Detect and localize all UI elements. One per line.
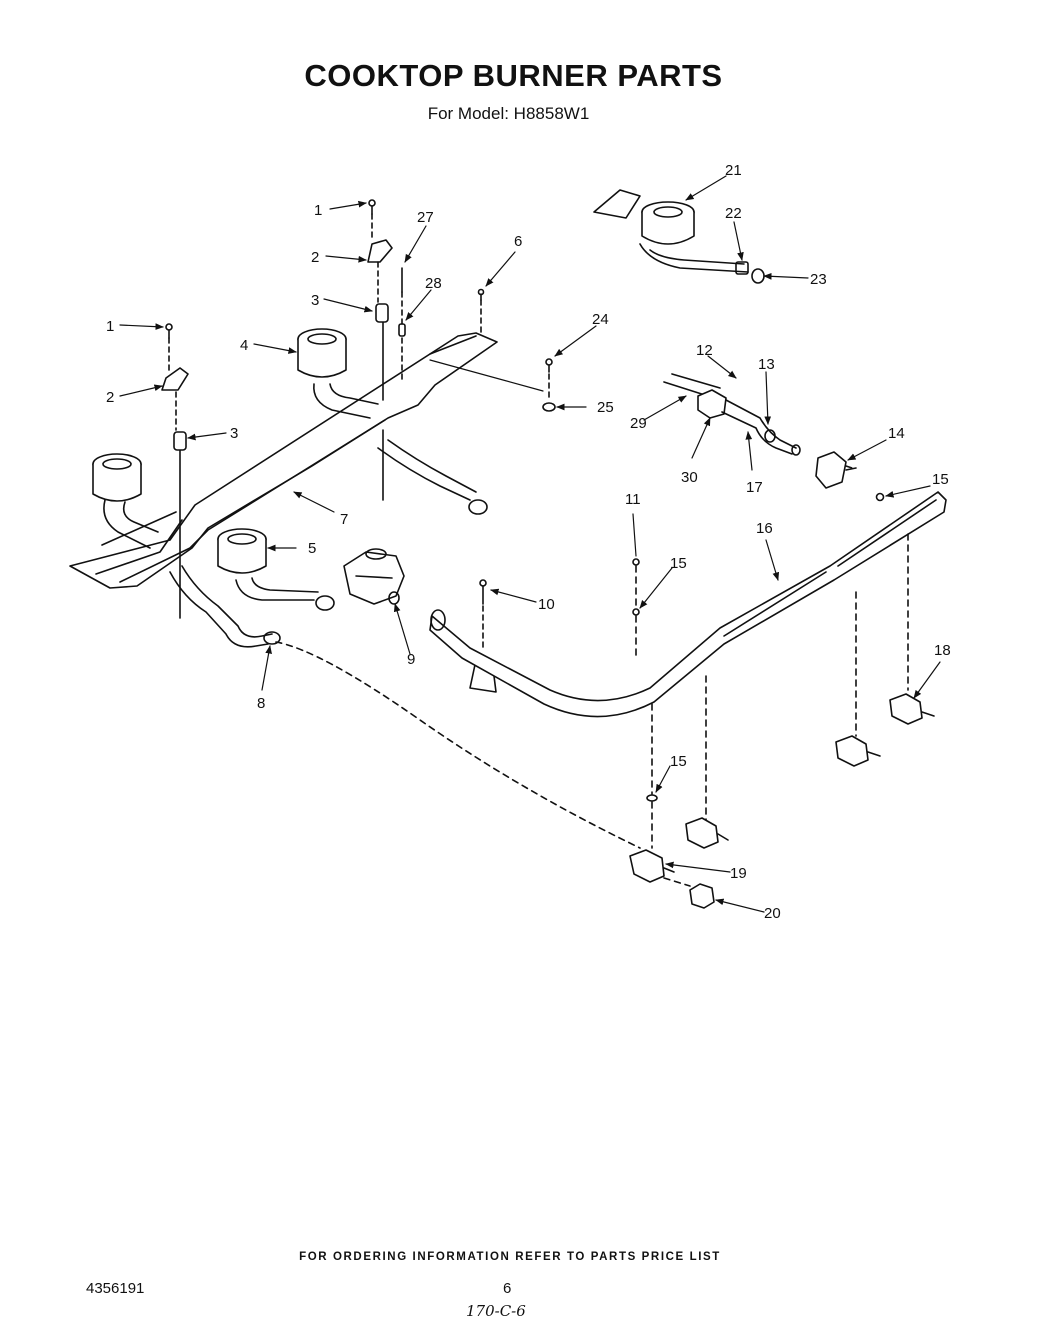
callout-29: 29: [630, 415, 647, 432]
callout-20: 20: [764, 905, 781, 922]
burner-bracket-part-7: [69, 332, 498, 589]
screw-part-1-upper: [368, 199, 376, 215]
retainer-part-3-lower: [173, 431, 187, 451]
callout-22: 22: [725, 205, 742, 222]
burner-head-part-21: [593, 189, 749, 273]
callout-10: 10: [538, 596, 555, 613]
callout-16: 16: [756, 520, 773, 537]
callout-8: 8: [257, 695, 265, 712]
clip-part-2-upper: [367, 239, 393, 263]
nut-part-25: [542, 402, 556, 412]
callout-28: 28: [425, 275, 442, 292]
gas-tube-part-8: [169, 565, 281, 648]
callout-25: 25: [597, 399, 614, 416]
callout-2-upper: 2: [311, 249, 319, 266]
valve-part-14: [815, 451, 857, 489]
burner-head-back-left: [92, 453, 159, 549]
burner-valve-right-2: [835, 735, 881, 767]
screw-part-1-lower: [165, 323, 173, 339]
callout-15-mid: 15: [670, 555, 687, 572]
pressure-regulator-part-9: [343, 548, 405, 605]
callout-18: 18: [934, 642, 951, 659]
clip-part-28: [398, 323, 406, 337]
page-number: 6: [503, 1280, 512, 1297]
callout-24: 24: [592, 311, 609, 328]
orifice-part-22: [735, 261, 749, 275]
burner-valve-part-19: [629, 849, 675, 883]
callout-13: 13: [758, 356, 775, 373]
callout-1-lower: 1: [106, 318, 114, 335]
callout-30: 30: [681, 469, 698, 486]
callout-12: 12: [696, 342, 713, 359]
part-20: [689, 883, 715, 909]
fitting-part-23: [751, 268, 765, 284]
orifice-part-15-lower: [646, 794, 658, 802]
manifold-part-16: [429, 491, 947, 718]
burner-head-part-5: [217, 528, 335, 611]
callout-9: 9: [407, 651, 415, 668]
callout-2-lower: 2: [106, 389, 114, 406]
burner-head-part-4: [297, 328, 379, 419]
alignment-lines-left: [168, 213, 482, 431]
callout-11: 11: [625, 491, 641, 508]
callout-4: 4: [240, 337, 248, 354]
callout-23: 23: [810, 271, 827, 288]
orifice-part-15-upper: [875, 492, 885, 502]
callout-7: 7: [340, 511, 348, 528]
burner-valve-center: [685, 817, 729, 849]
gas-tube-right: [377, 447, 471, 501]
model-subtitle: For Model: H8858W1: [427, 104, 590, 123]
callout-21: 21: [725, 162, 742, 179]
callout-15-lower: 15: [670, 753, 687, 770]
callout-14: 14: [888, 425, 905, 442]
callout-labels: 1 2 3 1 2 3 4 5 6 7 8 9 10 11 12 13 14 1…: [106, 162, 951, 922]
document-number: 4356191: [86, 1280, 145, 1297]
callout-5: 5: [308, 540, 316, 557]
orifice-part-15-mid: [632, 608, 640, 616]
callout-3-upper: 3: [311, 292, 319, 309]
callout-3-lower: 3: [230, 425, 238, 442]
thermostat-assembly: [663, 373, 801, 456]
callout-1-upper: 1: [314, 202, 322, 219]
ordering-info-note: FOR ORDERING INFORMATION REFER TO PARTS …: [299, 1251, 721, 1263]
callout-15-upper: 15: [932, 471, 949, 488]
callout-19: 19: [730, 865, 747, 882]
callout-27: 27: [417, 209, 434, 226]
screw-part-11: [632, 558, 640, 566]
retainer-part-3-upper: [375, 303, 389, 323]
screw-part-6: [477, 288, 485, 301]
screw-part-10: [479, 579, 487, 605]
burner-valve-right-1: [889, 693, 935, 725]
leader-arrows: [119, 175, 941, 913]
handwritten-note: 170-C-6: [466, 1302, 526, 1320]
clip-part-2-lower: [161, 367, 189, 391]
screw-part-24: [545, 358, 553, 373]
callout-17: 17: [746, 479, 763, 496]
alignment-lines-right: [275, 465, 909, 887]
callout-6: 6: [514, 233, 522, 250]
page-title: COOKTOP BURNER PARTS: [304, 58, 723, 93]
